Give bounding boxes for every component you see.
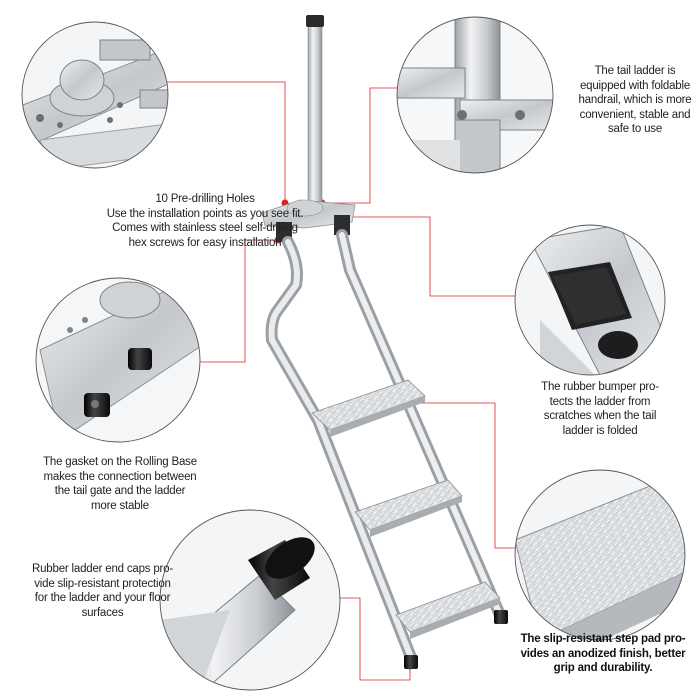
caption-line: vides an anodized finish, better [520,647,686,660]
caption-line: surfaces [81,606,124,619]
caption-holes: 10 Pre-drilling Holes Use the installati… [75,192,335,250]
caption-line: more stable [91,499,149,512]
caption-line: the tail gate and the ladder [54,485,186,497]
ladder-photo [261,15,508,669]
caption-line: safe to use [607,123,663,135]
caption-gasket: The gasket on the Rolling Base makes the… [30,455,210,513]
caption-line: tects the ladder from [549,395,651,408]
caption-handrail: The tail ladder is equipped with foldabl… [560,64,700,137]
detail-circle-endcaps [159,509,341,691]
detail-circle-handrail [396,16,554,174]
caption-line: scratches when the tail [543,410,657,422]
caption-line: The rubber bumper pro- [541,381,659,393]
caption-line: equipped with foldable [579,79,691,92]
caption-line: The slip-resistant step pad pro- [520,633,686,645]
detail-circle-holes [21,21,169,169]
caption-line: handrail, which is more [578,94,692,106]
detail-circle-gasket [35,277,201,443]
caption-line: Use the installation points as you see f… [106,207,304,220]
leader-lines [160,81,520,681]
caption-line: The tail ladder is [594,65,676,77]
caption-line: Comes with stainless steel self-drilling [112,222,298,234]
caption-line: convenient, stable and [579,108,691,121]
detail-circle-steppad [514,469,686,641]
caption-bumper: The rubber bumper pro- tects the ladder … [520,380,680,438]
caption-line: grip and durability. [553,662,653,674]
caption-endcaps: Rubber ladder end caps pro- vide slip-re… [20,562,185,620]
caption-line: Rubber ladder end caps pro- [32,563,173,575]
caption-line: makes the connection between [43,470,197,483]
caption-steppad: The slip-resistant step pad pro- vides a… [508,632,698,676]
caption-line: for the ladder and your floor [34,592,171,604]
caption-line: The gasket on the Rolling Base [43,456,197,468]
caption-line: hex screws for easy installation [128,236,282,249]
caption-line: 10 Pre-drilling Holes [155,193,255,205]
caption-line: ladder is folded [562,424,638,437]
detail-circle-bumper [514,224,666,376]
caption-line: vide slip-resistant protection [34,577,171,590]
